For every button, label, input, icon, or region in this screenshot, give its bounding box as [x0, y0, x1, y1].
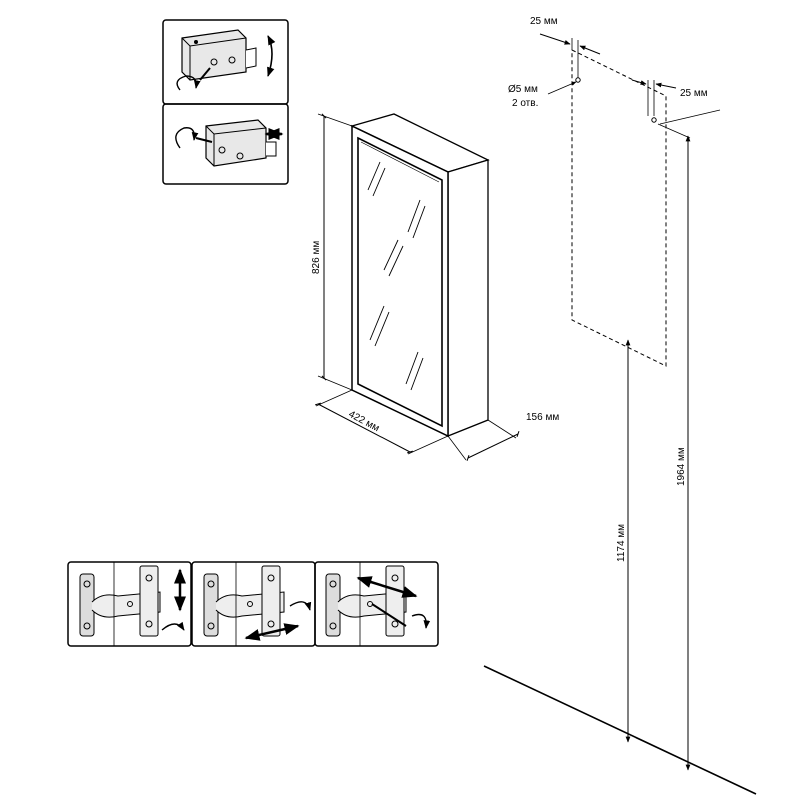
hole-count-label: 2 отв. [512, 98, 538, 109]
height-to-bottom-dimension: 1174 мм [616, 339, 631, 743]
mounting-hole-left [575, 77, 581, 83]
mirror-cabinet [350, 113, 490, 438]
mirror-reflection [367, 161, 426, 391]
hole-callout: Ø5 мм 2 отв. [508, 81, 577, 109]
height-to-holes-label: 1964 мм [676, 447, 687, 486]
hole-offset-side-label: 25 мм [680, 88, 708, 99]
mounting-hole-right [651, 117, 657, 123]
hole-offset-side-dimension: 25 мм [631, 79, 721, 125]
cabinet-depth-dimension: 156 мм [447, 412, 559, 461]
hinge-vertical-adjust-icon [79, 562, 186, 646]
cabinet-depth-label: 156 мм [526, 412, 559, 423]
hinge-adjust-panels [67, 561, 439, 647]
hole-offset-top-dimension: 25 мм [530, 16, 601, 78]
height-to-bottom-label: 1174 мм [616, 524, 627, 562]
hanger-adjust-panels [162, 19, 289, 185]
floor-line [483, 665, 757, 795]
hinge-lateral-adjust-icon [203, 562, 312, 646]
hole-offset-top-label: 25 мм [530, 16, 558, 27]
cabinet-height-dimension: 826 мм [311, 113, 353, 391]
hanger-depth-adjust-icon [175, 119, 284, 167]
cabinet-height-label: 826 мм [311, 241, 322, 274]
hanger-vertical-adjust-icon [176, 29, 276, 91]
hinge-depth-adjust-icon [325, 562, 431, 646]
wall-outline [571, 49, 667, 367]
height-to-holes-dimension: 1964 мм [657, 123, 691, 771]
hole-diameter-label: Ø5 мм [508, 84, 538, 95]
